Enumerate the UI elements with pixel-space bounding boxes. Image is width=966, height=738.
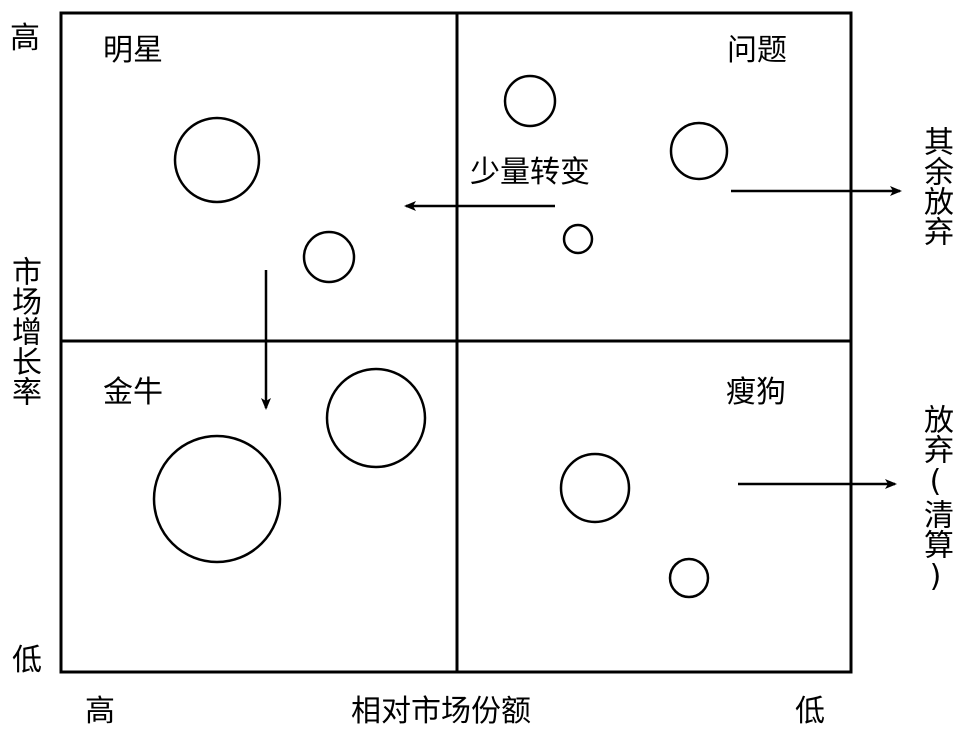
- x-axis-title: 相对市场份额: [351, 694, 531, 729]
- circle-star-small: [302, 230, 356, 284]
- circle-star-large: [173, 116, 261, 204]
- y-axis-low: 低: [12, 643, 42, 678]
- circle-cow-medium: [325, 367, 427, 469]
- circle-dog-medium: [559, 452, 631, 524]
- x-axis-high: 高: [85, 694, 115, 729]
- minor-shift-label: 少量转变: [470, 155, 590, 190]
- x-axis-low: 低: [795, 694, 825, 729]
- circle-cow-large: [152, 434, 282, 564]
- quadrant-label-cow: 金牛: [103, 375, 163, 410]
- y-axis-title: 市场增长率: [6, 256, 41, 406]
- circle-dog-small: [668, 557, 710, 599]
- circle-question-1: [503, 74, 557, 128]
- abandon-clear-label: 放弃(清算): [918, 404, 953, 594]
- circle-question-3: [562, 223, 594, 255]
- quadrant-label-star: 明星: [103, 33, 163, 68]
- circle-question-2: [669, 121, 729, 181]
- abandon-rest-label: 其余放弃: [918, 126, 953, 246]
- y-axis-high: 高: [10, 21, 40, 56]
- quadrant-label-dog: 瘦狗: [726, 375, 786, 410]
- quadrant-label-question: 问题: [727, 33, 787, 68]
